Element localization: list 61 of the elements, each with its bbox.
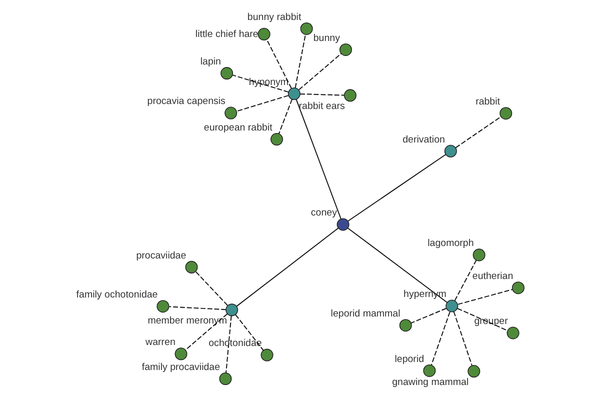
node-circle — [506, 326, 519, 340]
connector — [298, 53, 342, 90]
node-circle — [343, 89, 356, 102]
node-label: leporid — [394, 354, 424, 365]
connector — [347, 228, 448, 303]
node-circle — [184, 260, 198, 274]
connector — [295, 99, 341, 220]
node-label: derivation — [402, 134, 444, 146]
connector — [225, 315, 232, 374]
node-circle — [444, 144, 456, 158]
node-label: rabbit ears — [298, 101, 344, 112]
node-label: coney — [310, 208, 336, 219]
node-circle — [218, 372, 232, 386]
connector — [430, 312, 450, 366]
node-label: bunny rabbit — [246, 12, 301, 23]
node-circle — [472, 248, 485, 262]
node-label: procavia capensis — [146, 96, 225, 108]
node-circle — [287, 88, 300, 100]
connector — [454, 260, 476, 302]
node-circle — [156, 300, 169, 313]
node-circle — [225, 304, 238, 316]
connector — [236, 95, 288, 112]
connector — [346, 154, 446, 222]
node-circle — [300, 22, 312, 35]
node-circle — [398, 319, 412, 332]
node-label: warren — [145, 337, 175, 348]
node-label: family procaviidae — [141, 362, 220, 373]
connector — [454, 116, 501, 148]
node-label: lapin — [200, 56, 220, 68]
node-circle — [220, 67, 233, 80]
node-label: rabbit — [475, 96, 500, 108]
node-label: european rabbit — [203, 122, 272, 134]
connector — [168, 306, 226, 310]
connector — [410, 308, 446, 324]
node-circle — [257, 28, 270, 40]
node-circle — [422, 364, 436, 377]
connector — [236, 228, 338, 307]
node-label: lagomorph — [427, 238, 474, 250]
connector — [294, 34, 306, 88]
node-label: eutherian — [472, 271, 513, 282]
node-label: gnawing mammal — [392, 376, 468, 388]
node-label: bunny — [312, 32, 340, 44]
node-circle — [467, 365, 480, 378]
node-label: family ochotonidae — [76, 290, 158, 301]
connector — [278, 98, 292, 134]
node-circle — [338, 43, 352, 56]
connector — [194, 271, 228, 306]
connector — [452, 311, 472, 366]
node-label: procaviidae — [136, 250, 186, 262]
node-label: leporid mammal — [330, 308, 400, 320]
node-circle — [445, 300, 458, 312]
node-circle — [270, 133, 283, 146]
node-circle — [174, 348, 187, 360]
node-label: little chief hare — [194, 29, 258, 40]
node-circle — [511, 282, 524, 294]
node-circle — [224, 106, 237, 120]
connector — [299, 93, 344, 96]
connector — [457, 289, 512, 305]
node-circle — [336, 218, 349, 231]
node-circle — [499, 107, 512, 120]
node-circle — [260, 348, 273, 362]
